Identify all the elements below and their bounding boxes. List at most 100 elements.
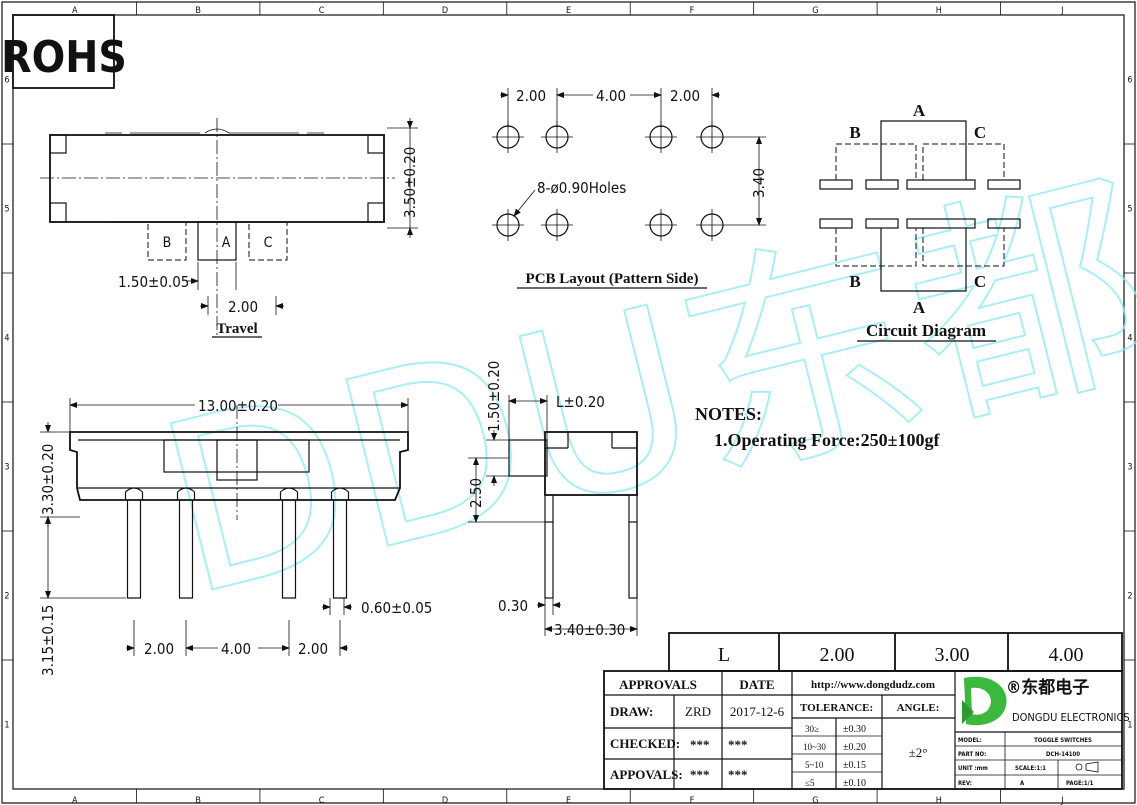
pcb-dim-left: 2.00 bbox=[516, 87, 546, 105]
rev-value: A bbox=[1020, 780, 1025, 787]
title-block: APPROVALS DATE DRAW: ZRD 2017-12-6 CHECK… bbox=[603, 670, 1130, 790]
frame-row-label: 4 bbox=[4, 334, 9, 344]
notes: NOTES: 1.Operating Force:250±100gf bbox=[695, 404, 941, 450]
frame-row-label: 6 bbox=[1127, 76, 1132, 86]
pcb-title: PCB Layout (Pattern Side) bbox=[526, 271, 699, 287]
front-pitch-right: 2.00 bbox=[298, 640, 328, 658]
model-value: TOGGLE SWITCHES bbox=[1034, 737, 1092, 744]
frame-column-label: E bbox=[566, 796, 571, 805]
side-actuator-height: 1.50±0.20 bbox=[485, 361, 503, 432]
top-height-dim: 3.50±0.20 bbox=[401, 147, 419, 218]
approvals-header: APPROVALS bbox=[619, 677, 697, 692]
frame-column-label: F bbox=[690, 796, 695, 805]
page-label: PAGE:1/1 bbox=[1066, 780, 1094, 787]
note-item-1: 1.Operating Force:250±100gf bbox=[714, 430, 941, 450]
pcb-dim-right: 2.00 bbox=[670, 87, 700, 105]
frame-column-label: E bbox=[566, 6, 571, 16]
rohs-label: ROHS bbox=[1, 32, 127, 83]
model-label: MODEL: bbox=[958, 737, 982, 744]
travel-dim: 2.00 bbox=[228, 298, 258, 316]
frame-column-label: H bbox=[936, 6, 942, 16]
angle-label: ANGLE: bbox=[897, 702, 940, 714]
company-name-cn: ®东都电子 bbox=[1006, 677, 1089, 698]
company-name-en: DONGDU ELECTRONICS bbox=[1012, 711, 1130, 724]
pin-label-a: A bbox=[222, 235, 231, 251]
circuit-label-c-bottom: C bbox=[974, 272, 986, 291]
circuit-label-a-top: A bbox=[913, 101, 926, 120]
angle-value: ±2° bbox=[909, 745, 928, 760]
rev-label: REV: bbox=[958, 780, 972, 787]
frame-row-label: 6 bbox=[4, 76, 9, 86]
draw-name: ZRD bbox=[685, 704, 711, 719]
tol-value-2: ±0.20 bbox=[843, 742, 866, 753]
tol-range-2: 10~30 bbox=[803, 742, 826, 752]
l-value-2: 3.00 bbox=[935, 644, 970, 666]
notes-heading: NOTES: bbox=[695, 404, 762, 424]
frame-column-label: B bbox=[195, 6, 201, 16]
checked-name: *** bbox=[690, 737, 710, 752]
front-pitch-center: 4.00 bbox=[221, 640, 251, 658]
l-table: L 2.00 3.00 4.00 bbox=[668, 632, 1123, 672]
frame-column-label: G bbox=[812, 6, 818, 16]
side-pin-thickness: 0.30 bbox=[498, 597, 528, 615]
scale-label: SCALE:1:1 bbox=[1015, 765, 1046, 772]
date-header: DATE bbox=[739, 677, 774, 692]
pcb-dim-center: 4.00 bbox=[596, 87, 626, 105]
frame-column-label: C bbox=[319, 796, 325, 805]
tol-value-1: ±0.30 bbox=[843, 724, 866, 735]
dongdu-logo-icon bbox=[962, 676, 1007, 726]
front-pin-width: 0.60±0.05 bbox=[361, 599, 432, 617]
pin-a-outline bbox=[197, 221, 237, 261]
pin-b-outline bbox=[147, 221, 187, 261]
frame-column-label: C bbox=[319, 6, 325, 16]
approvals-name: *** bbox=[690, 767, 710, 782]
front-pitch-left: 2.00 bbox=[144, 640, 174, 658]
circuit-label-b-top: B bbox=[849, 123, 860, 142]
pitch-dim: 1.50±0.05 bbox=[118, 273, 189, 291]
side-body-height: 2.50 bbox=[467, 478, 485, 508]
frame-row-label: 5 bbox=[4, 205, 9, 215]
front-pin-length: 3.15±0.15 bbox=[39, 605, 57, 676]
frame-row-label: 3 bbox=[4, 463, 9, 473]
front-pin bbox=[279, 487, 299, 599]
circuit-label-a-bottom: A bbox=[913, 298, 926, 317]
side-view: L±0.20 1.50±0.20 2.50 0.30 3.40±0.30 bbox=[467, 361, 638, 639]
tol-value-3: ±0.15 bbox=[843, 760, 866, 771]
frame-column-label: F bbox=[690, 6, 695, 16]
tol-range-3: 5~10 bbox=[805, 760, 824, 770]
pcb-row-spacing: 3.40 bbox=[750, 168, 768, 198]
l-value-1: 2.00 bbox=[820, 644, 855, 666]
checked-label: CHECKED: bbox=[610, 736, 680, 751]
l-table-label: L bbox=[718, 644, 730, 666]
front-pin bbox=[124, 487, 144, 599]
front-body-height: 3.30±0.20 bbox=[39, 444, 57, 515]
frame-row-label: 3 bbox=[1127, 463, 1132, 473]
circuit-label-c-top: C bbox=[974, 123, 986, 142]
frame-row-label: 2 bbox=[4, 592, 9, 602]
tol-range-1: 30≥ bbox=[805, 724, 819, 734]
unit-label: UNIT :mm bbox=[958, 765, 988, 772]
l-value-3: 4.00 bbox=[1049, 644, 1084, 666]
tol-value-4: ±0.10 bbox=[843, 778, 866, 789]
approvals-label: APPOVALS: bbox=[610, 767, 683, 782]
front-pin bbox=[330, 487, 350, 599]
circuit-title: Circuit Diagram bbox=[866, 321, 986, 340]
tol-range-4: ≤5 bbox=[805, 778, 815, 788]
checked-date: *** bbox=[728, 737, 748, 752]
frame-column-label: J bbox=[1060, 6, 1063, 16]
frame-column-label: B bbox=[195, 796, 201, 805]
frame-column-label: A bbox=[72, 6, 78, 16]
circuit-diagram: A B C B C A Circuit Diagram bbox=[819, 101, 1021, 342]
part-no-value: DCH-14100 bbox=[1046, 751, 1080, 758]
frame-column-label: D bbox=[442, 6, 448, 16]
front-pin bbox=[176, 487, 196, 599]
top-view: B A C 3.50±0.20 1.50±0.05 2.00 Travel bbox=[40, 118, 419, 338]
part-no-label: PART NO: bbox=[958, 751, 986, 758]
website: http://www.dongdudz.com bbox=[811, 679, 935, 691]
frame-column-label: G bbox=[812, 796, 818, 805]
front-view-body bbox=[69, 431, 409, 501]
rohs-mark: ROHS bbox=[1, 14, 127, 89]
draw-date: 2017-12-6 bbox=[730, 704, 785, 719]
